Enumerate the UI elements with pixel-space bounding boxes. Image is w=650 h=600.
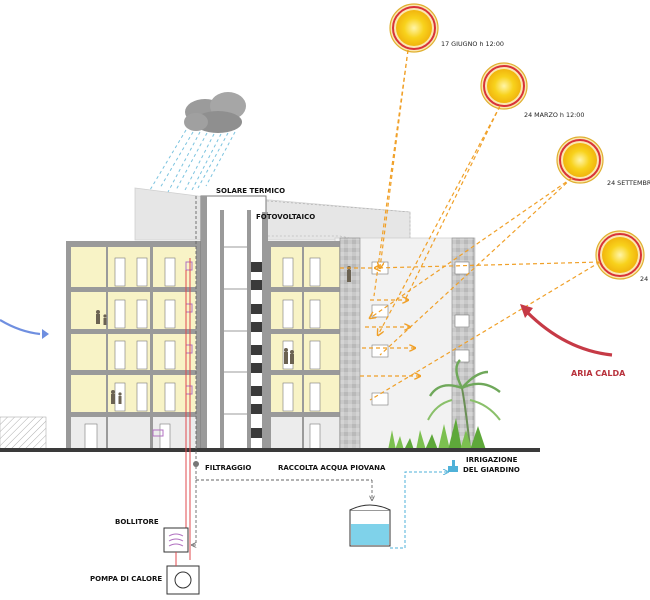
garden-plants — [388, 418, 486, 450]
cool-air-arrow — [0, 319, 41, 336]
building-section — [66, 195, 475, 451]
cloud-icon — [184, 92, 246, 133]
sun-date-label: 17 GIUGNO h 12:00 — [441, 40, 504, 48]
warm-air-label: ARIA CALDA — [571, 369, 626, 378]
heat-pump-label: POMPA DI CALORE — [90, 575, 162, 583]
solar-rays — [340, 49, 601, 401]
solar-thermal-label: SOLARE TERMICO — [216, 187, 285, 195]
sun-icon — [389, 3, 439, 53]
water-tank-icon — [349, 504, 391, 547]
hot-water-pipe — [185, 258, 191, 560]
sun-icon — [556, 136, 604, 184]
irrigation-label: IRRIGAZIONE — [466, 456, 518, 464]
filter-node — [193, 461, 199, 467]
faucet-icon — [448, 460, 458, 472]
warm-air-arrow — [525, 310, 613, 357]
irrigation-label: DEL GIARDINO — [463, 466, 520, 474]
sun-date-label: 24 — [640, 275, 648, 283]
sun-date-label: 24 MARZO h 12:00 — [524, 111, 584, 119]
boiler-icon — [163, 527, 189, 553]
ground-line — [0, 448, 540, 452]
photovoltaic-label: FOTOVOLTAICO — [256, 213, 315, 221]
rainwater-pipe — [192, 196, 372, 545]
rain-icon — [149, 129, 236, 193]
sun-icon — [595, 230, 645, 280]
cold-water-pipe — [180, 472, 448, 571]
adjacent-building — [0, 416, 47, 452]
boiler-label: BOLLITORE — [115, 518, 159, 526]
sun-icon — [480, 62, 528, 110]
filtering-label: FILTRAGGIO — [205, 464, 251, 472]
heat-pump-icon — [166, 565, 200, 595]
sun-date-label: 24 SETTEMBRE — [607, 179, 650, 187]
person-icon — [96, 266, 351, 404]
rainwater-collection-label: RACCOLTA ACQUA PIOVANA — [278, 464, 386, 472]
